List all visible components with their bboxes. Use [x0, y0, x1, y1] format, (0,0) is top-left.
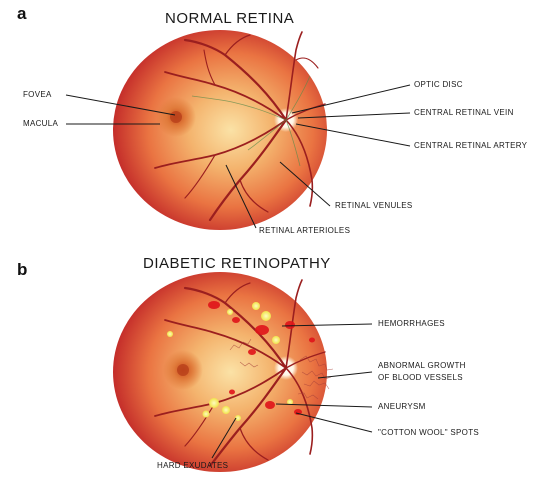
label-central-retinal-artery: CENTRAL RETINAL ARTERY — [414, 140, 527, 151]
panel-a-letter: a — [17, 4, 26, 24]
fovea-a — [170, 111, 182, 123]
panel-a-title: NORMAL RETINA — [165, 10, 294, 27]
label-retinal-arterioles: RETINAL ARTERIOLES — [259, 225, 350, 236]
label-hemorrhages: HEMORRHAGES — [378, 318, 445, 329]
label-cotton-wool-spots: "COTTON WOOL" SPOTS — [378, 427, 479, 438]
label-optic-disc: OPTIC DISC — [414, 79, 463, 90]
label-abnormal-growth-line2: OF BLOOD VESSELS — [378, 372, 463, 383]
panel-b-title: DIABETIC RETINOPATHY — [143, 255, 331, 272]
diabetic-retina-illustration — [113, 272, 333, 472]
label-abnormal-growth-line1: ABNORMAL GROWTH — [378, 360, 466, 371]
fovea-b — [177, 364, 189, 376]
normal-retina-illustration — [113, 30, 327, 230]
label-macula: MACULA — [23, 118, 58, 129]
panel-b-letter: b — [17, 260, 27, 280]
label-retinal-venules: RETINAL VENULES — [335, 200, 413, 211]
label-aneurysm: ANEURYSM — [378, 401, 426, 412]
label-central-retinal-vein: CENTRAL RETINAL VEIN — [414, 107, 514, 118]
label-hard-exudates: HARD EXUDATES — [157, 460, 228, 471]
label-fovea: FOVEA — [23, 89, 52, 100]
